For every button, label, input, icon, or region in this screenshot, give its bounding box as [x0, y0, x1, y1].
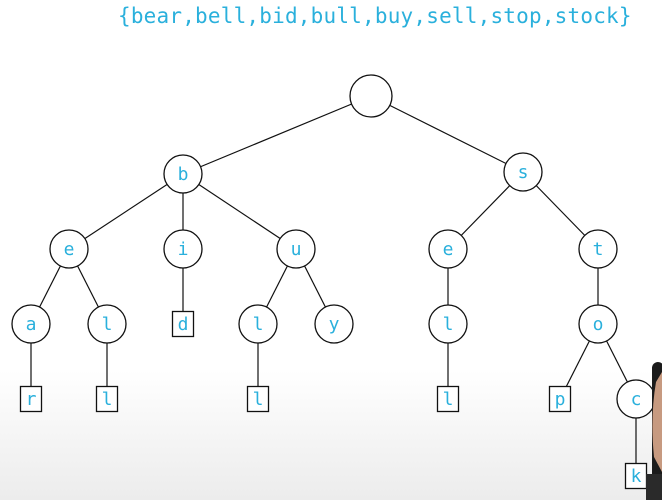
node-circle — [314, 304, 354, 344]
leaf-square — [436, 385, 460, 413]
trie-node-bell: l — [95, 385, 119, 413]
leaf-square — [246, 385, 270, 413]
node-circle — [276, 229, 316, 269]
trie-node-bear: r — [19, 385, 43, 413]
node-letter: t — [593, 239, 604, 260]
trie-node-bul: l — [238, 304, 278, 344]
leaf-square — [19, 385, 43, 413]
trie-node-bea: a — [11, 304, 51, 344]
trie-edge-root-b — [182, 95, 372, 175]
node-letter: p — [555, 389, 566, 410]
node-letter: r — [26, 389, 37, 410]
node-letter: l — [253, 389, 264, 410]
trie-edge-b-be — [68, 173, 184, 250]
node-circle — [428, 304, 468, 344]
node-letter: e — [443, 239, 454, 260]
node-letter: i — [178, 239, 189, 260]
node-letter: c — [631, 389, 642, 410]
trie-node-bi: i — [163, 229, 203, 269]
trie-edge-b-bu — [182, 173, 297, 250]
node-circle — [163, 154, 203, 194]
trie-node-b: b — [163, 154, 203, 194]
leaf-square — [95, 385, 119, 413]
trie-node-se: e — [428, 229, 468, 269]
root-circle — [349, 74, 393, 118]
trie-edge-root-s — [370, 95, 524, 173]
node-letter: d — [178, 314, 189, 335]
node-circle — [578, 229, 618, 269]
presenter-video-overlay — [646, 362, 662, 500]
node-letter: e — [64, 239, 75, 260]
trie-node-be: e — [49, 229, 89, 269]
node-letter: k — [631, 466, 642, 487]
trie-node-sell: l — [436, 385, 460, 413]
node-letter: l — [253, 314, 264, 335]
node-letter: b — [178, 164, 189, 185]
leaf-square — [548, 385, 572, 413]
node-letter: y — [329, 314, 340, 335]
node-letter: l — [443, 314, 454, 335]
trie-nodes: b s e i u e t a l d l y l o r l l l p c k — [11, 74, 656, 490]
trie-node-bull: l — [246, 385, 270, 413]
node-letter: o — [593, 314, 604, 335]
trie-node-sto: o — [578, 304, 618, 344]
node-circle — [87, 304, 127, 344]
word-set-label: {bear,bell,bid,bull,buy,sell,stop,stock} — [118, 4, 632, 28]
trie-node-sel: l — [428, 304, 468, 344]
trie-edges — [30, 95, 637, 476]
trie-node-stop: p — [548, 385, 572, 413]
trie-node-st: t — [578, 229, 618, 269]
node-circle — [163, 229, 203, 269]
trie-node-buy: y — [314, 304, 354, 344]
trie-node-bid: d — [171, 310, 195, 338]
node-letter: l — [102, 314, 113, 335]
node-circle — [503, 152, 543, 192]
trie-node-stock: k — [624, 462, 648, 490]
node-circle — [428, 229, 468, 269]
leaf-square — [171, 310, 195, 338]
node-circle — [238, 304, 278, 344]
trie-node-root — [349, 74, 393, 118]
trie-node-bel: l — [87, 304, 127, 344]
node-letter: a — [26, 314, 37, 335]
node-circle — [578, 304, 618, 344]
node-circle — [49, 229, 89, 269]
node-letter: u — [291, 239, 302, 260]
trie-node-bu: u — [276, 229, 316, 269]
node-letter: l — [102, 389, 113, 410]
node-letter: s — [518, 162, 529, 183]
trie-node-s: s — [503, 152, 543, 192]
node-letter: l — [443, 389, 454, 410]
node-circle — [11, 304, 51, 344]
